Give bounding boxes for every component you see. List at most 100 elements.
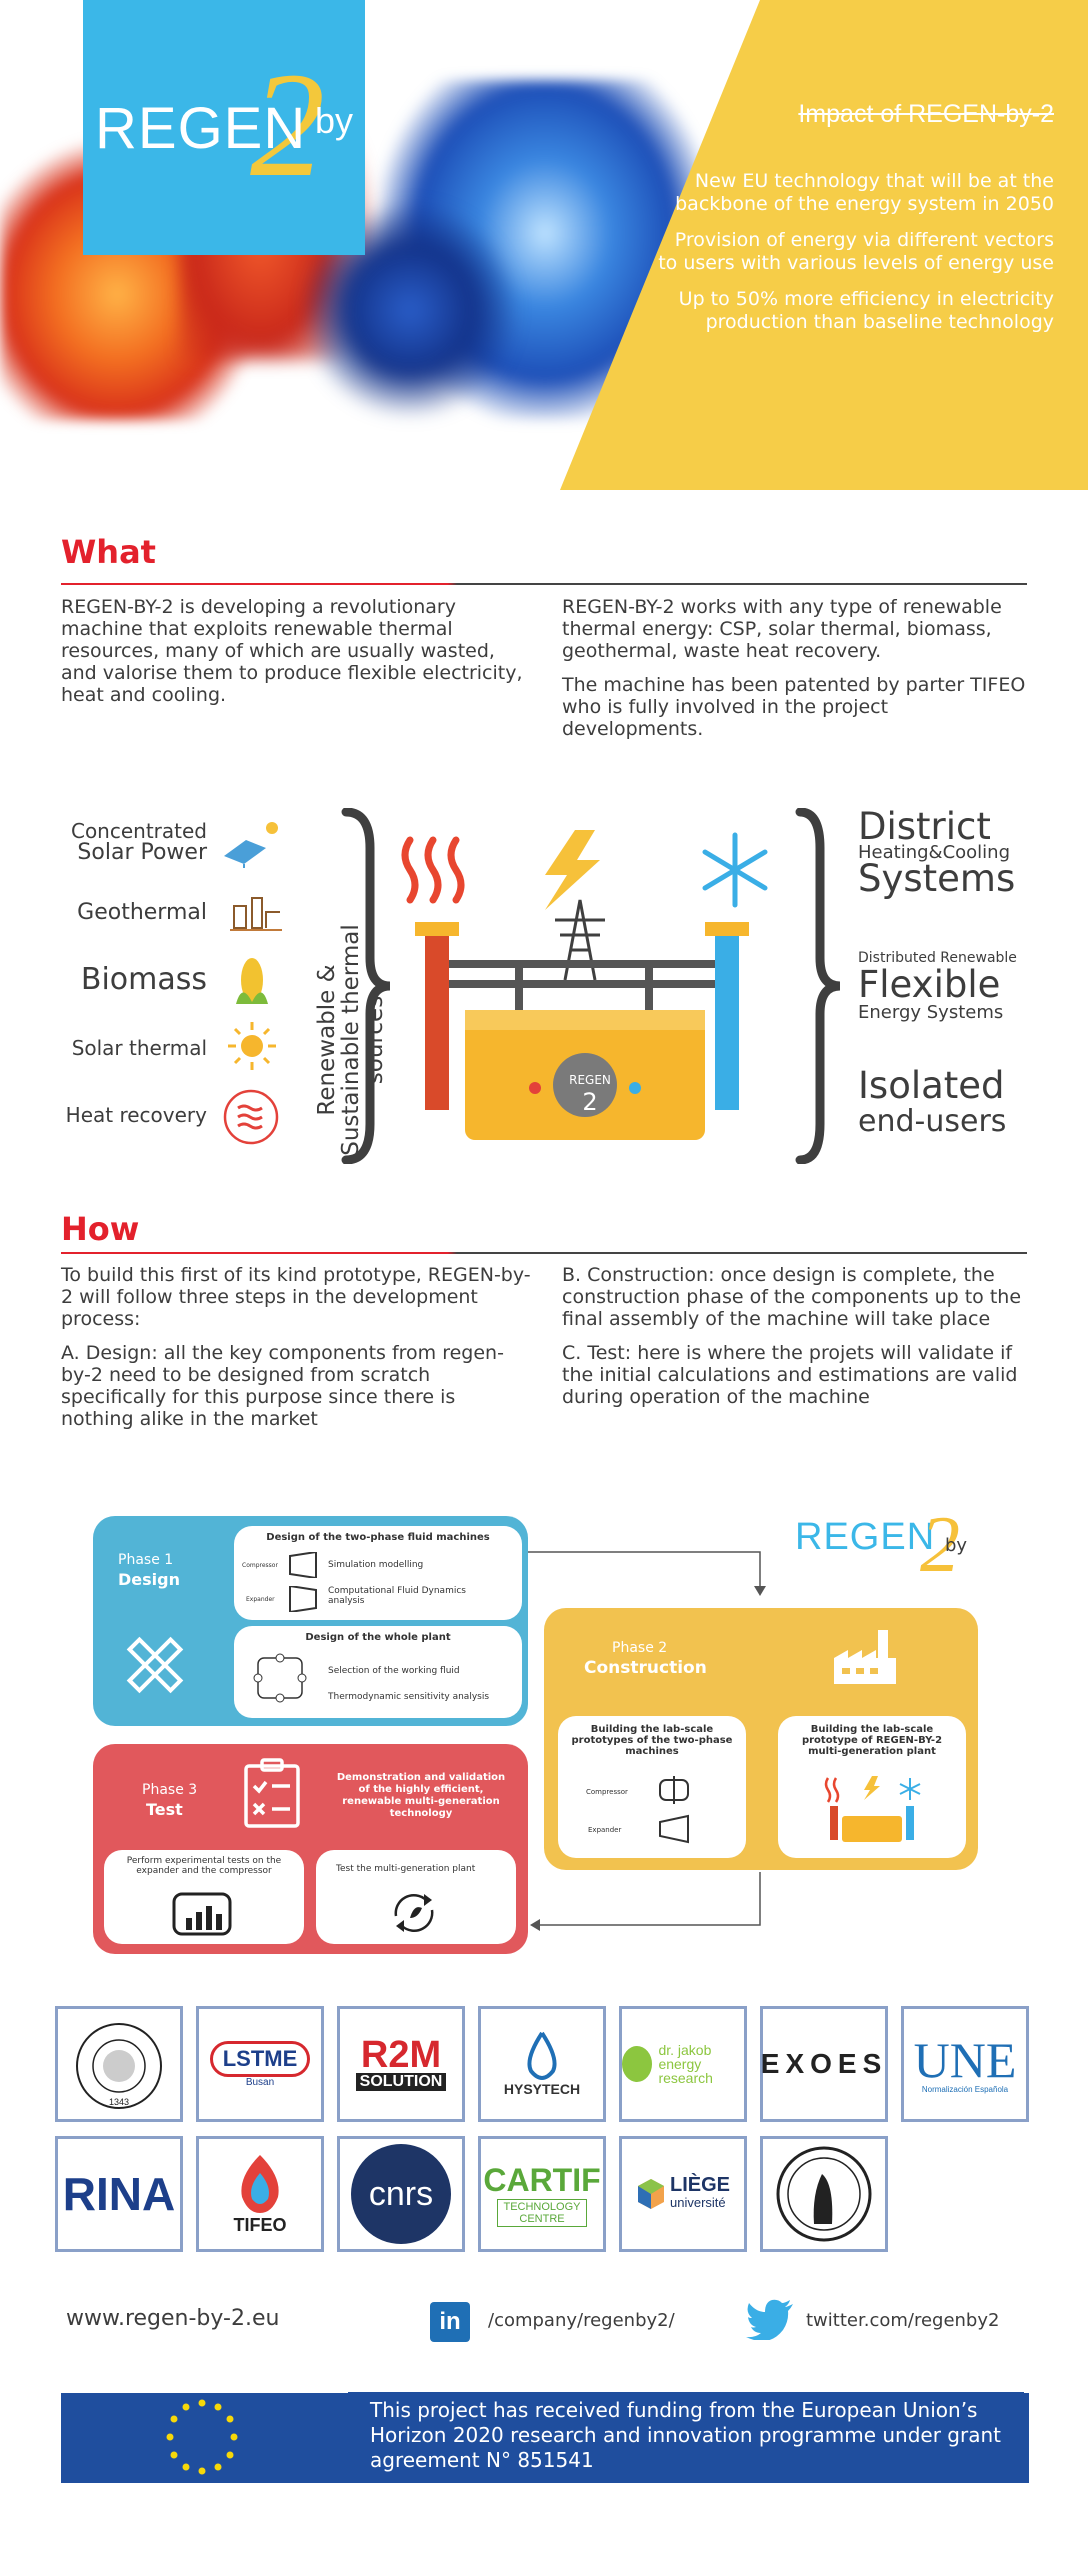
compressor-3d-icon bbox=[659, 1776, 689, 1804]
partner-name: RINA bbox=[62, 2168, 176, 2220]
partner-sub: Busan bbox=[245, 2076, 275, 2088]
phase3-card-text: Perform experimental tests on the expand… bbox=[126, 1856, 282, 1876]
expander-3d-icon bbox=[659, 1814, 689, 1844]
partner-logo-une: UNE Normalización Española bbox=[901, 2006, 1029, 2122]
partner-logo-exoes: EXOES bbox=[760, 2006, 888, 2122]
partner-sub: SOLUTION bbox=[355, 2073, 447, 2091]
partner-sub: université bbox=[669, 2195, 726, 2210]
bar-chart-icon bbox=[172, 1892, 232, 1936]
phase1-card-title: Design of the whole plant bbox=[305, 1632, 451, 1643]
checklist-icon bbox=[244, 1758, 300, 1828]
source-geothermal-label: Geothermal bbox=[77, 900, 207, 925]
machine-label: REGEN bbox=[569, 1073, 611, 1087]
athena-seal-icon bbox=[776, 2146, 872, 2242]
partner-name: TIFEO bbox=[233, 2214, 287, 2235]
small-logo-text: REGEN bbox=[795, 1516, 936, 1558]
partner-sub: Normalización Española bbox=[921, 2084, 1009, 2094]
regen-logo bbox=[83, 0, 365, 255]
compressor-label: Compressor bbox=[586, 1788, 628, 1796]
how-left-column: To build this first of its kind prototyp… bbox=[61, 1264, 531, 1442]
phase1-item: Computational Fluid Dynamics analysis bbox=[328, 1586, 466, 1606]
source-label-line: Solar Power bbox=[77, 840, 207, 865]
impact-item: Provision of energy via different vector… bbox=[658, 229, 1054, 274]
university-seal-icon bbox=[76, 2023, 162, 2109]
leaf-circle-icon bbox=[622, 2046, 653, 2082]
compressor-icon bbox=[289, 1552, 317, 1578]
partner-name: LSTME bbox=[209, 2040, 311, 2077]
logo-number: 2 bbox=[250, 42, 325, 208]
impact-item: New EU technology that will be at the ba… bbox=[675, 170, 1054, 215]
phase2-label: Phase 2 bbox=[612, 1640, 668, 1656]
impact-list: New EU technology that will be at the ba… bbox=[654, 170, 1054, 347]
phase-connectors bbox=[528, 1551, 766, 1931]
eu-flag-icon bbox=[61, 2393, 343, 2483]
hero-banner: 2 REGEN by Impact of REGEN-by-2 New EU t… bbox=[0, 0, 1088, 490]
factory-icon bbox=[834, 1630, 896, 1684]
small-logo-by: by bbox=[945, 1535, 968, 1556]
what-right-paragraph: REGEN-BY-2 works with any type of renewa… bbox=[562, 596, 1002, 662]
phase2-card-prototypes bbox=[558, 1716, 746, 1858]
phase1-item: Selection of the working fluid bbox=[328, 1666, 460, 1676]
source-solar-thermal-label: Solar thermal bbox=[71, 1036, 207, 1060]
output-text: Heating&Cooling bbox=[858, 842, 1010, 863]
what-heading: What bbox=[61, 533, 156, 571]
phase3-label: Phase 3 bbox=[142, 1782, 198, 1798]
cycle-diagram-icon bbox=[253, 1653, 307, 1703]
output-text: District bbox=[858, 805, 991, 848]
sun-icon bbox=[228, 1022, 276, 1070]
output-text: Energy Systems bbox=[858, 1002, 1004, 1023]
phase3-title: Demonstration and validation of the high… bbox=[336, 1772, 506, 1819]
impact-title: Impact of REGEN-by-2 bbox=[798, 100, 1054, 128]
partner-sub: TECHNOLOGY CENTRE bbox=[497, 2198, 587, 2227]
geothermal-icon bbox=[230, 897, 282, 931]
partner-name: UNE bbox=[913, 2031, 1017, 2088]
impact-item: Up to 50% more efficiency in electricity… bbox=[678, 288, 1054, 333]
partner-logo-drjakob: dr. jakob energy research bbox=[619, 2006, 747, 2122]
partner-sub: 1343 bbox=[108, 2097, 130, 2107]
eu-funding-text: This project has received funding from t… bbox=[370, 2398, 1001, 2472]
partner-logo-bologna: 1343 bbox=[55, 2006, 183, 2122]
expander-label: Expander bbox=[588, 1826, 622, 1834]
what-right-column: REGEN-BY-2 works with any type of renewa… bbox=[562, 596, 1032, 752]
hexagon-icon bbox=[637, 2179, 664, 2209]
phase3-name: Test bbox=[146, 1800, 183, 1819]
partner-name: HYSYTECH bbox=[503, 2081, 581, 2097]
partner-logo-lstme: LSTME Busan bbox=[196, 2006, 324, 2122]
flame-mascot-icon bbox=[241, 2154, 279, 2213]
partners-grid: 1343 LSTME Busan R2M SOLUTION HYSYTECH d… bbox=[55, 2006, 1035, 2256]
how-paragraph: C. Test: here is where the projets will … bbox=[562, 1342, 1018, 1408]
partner-sub: energy research bbox=[658, 2056, 713, 2086]
regen-machine-illustration bbox=[401, 830, 768, 1140]
linkedin-link[interactable]: /company/regenby2/ bbox=[488, 2310, 675, 2331]
twitter-link[interactable]: twitter.com/regenby2 bbox=[806, 2310, 1000, 2331]
what-right-paragraph: The machine has been patented by parter … bbox=[562, 674, 1026, 740]
output-text: Isolated bbox=[858, 1064, 1005, 1107]
partner-logo-ntua bbox=[760, 2136, 888, 2252]
output-text: Flexible bbox=[858, 963, 1001, 1006]
solar-panel-icon bbox=[224, 822, 278, 868]
corn-icon bbox=[236, 958, 268, 1004]
linkedin-icon[interactable]: in bbox=[430, 2302, 470, 2342]
phase1-name: Design bbox=[118, 1570, 180, 1589]
how-right-column: B. Construction: once design is complete… bbox=[562, 1264, 1032, 1420]
source-label-line: Concentrated bbox=[70, 819, 207, 843]
output-text: Systems bbox=[858, 857, 1016, 900]
output-district: District Heating&Cooling Systems bbox=[858, 805, 1078, 900]
phase1-card-plant bbox=[234, 1626, 522, 1718]
partner-name: cnrs bbox=[351, 2144, 451, 2244]
phase1-item: Thermodynamic sensitivity analysis bbox=[328, 1692, 490, 1702]
twitter-icon[interactable] bbox=[745, 2298, 795, 2340]
recycle-leaf-icon bbox=[394, 1893, 434, 1933]
output-text: end-users bbox=[858, 1104, 1007, 1139]
partner-name: R2M bbox=[360, 2034, 442, 2076]
partner-name: LIÈGE bbox=[669, 2174, 730, 2196]
partner-name: EXOES bbox=[760, 2048, 888, 2079]
eu-text-panel bbox=[348, 2392, 1024, 2480]
what-divider bbox=[61, 583, 1027, 585]
phase2-name: Construction bbox=[584, 1658, 707, 1678]
expander-icon bbox=[289, 1586, 317, 1612]
partner-logo-cartif: CARTIF TECHNOLOGY CENTRE bbox=[478, 2136, 606, 2252]
website-link[interactable]: www.regen-by-2.eu bbox=[66, 2306, 280, 2331]
phase1-label: Phase 1 bbox=[118, 1552, 174, 1568]
how-heading: How bbox=[61, 1210, 140, 1248]
